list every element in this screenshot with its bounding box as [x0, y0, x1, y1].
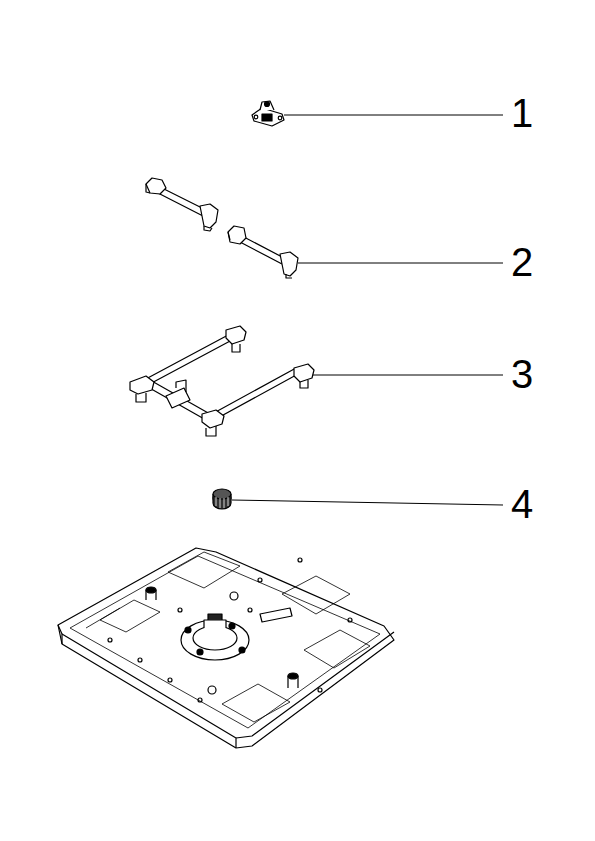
- bracket-part: [252, 101, 284, 126]
- knob-part: [213, 489, 231, 509]
- callout-number: 1: [511, 93, 533, 133]
- callout-number: 2: [511, 242, 533, 282]
- frame-part: [130, 326, 314, 436]
- callout-number: 4: [511, 484, 533, 524]
- hose-part: [146, 178, 298, 278]
- callout-number: 3: [511, 354, 533, 394]
- base-plate: [58, 548, 394, 748]
- leader-lines: [232, 115, 503, 505]
